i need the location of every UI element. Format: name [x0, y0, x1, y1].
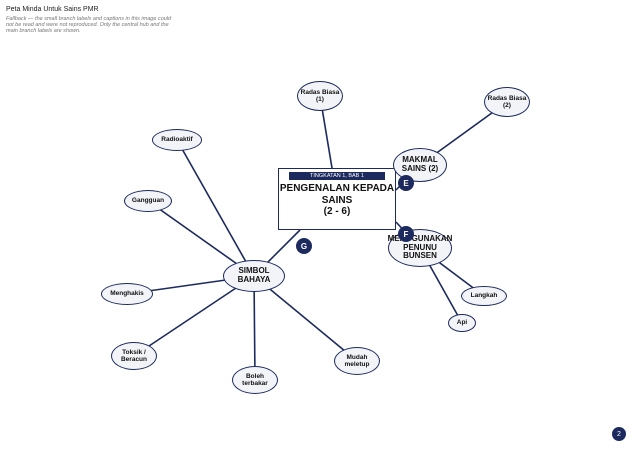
badge-e: E: [398, 175, 414, 191]
badge-g: G: [296, 238, 312, 254]
connector-radioaktif: [176, 139, 255, 277]
central-title: PENGENALAN KEPADA SAINS: [279, 183, 395, 206]
branch-mudah-meletup: Mudah meletup: [334, 347, 380, 375]
branch-boleh-terbakar: Boleh terbakar: [232, 366, 278, 394]
badge-f: F: [398, 226, 414, 242]
branch-gangguan: Gangguan: [124, 190, 172, 212]
branch-api: Api: [448, 314, 476, 332]
central-topic-card: TINGKATAN 1, BAB 1 PENGENALAN KEPADA SAI…: [278, 168, 396, 230]
connector-terbakar: [253, 275, 256, 381]
branch-toksik: Toksik / Beracun: [111, 342, 157, 370]
branch-radas-1: Radas Biasa (1): [297, 81, 343, 111]
branch-radioaktif: Radioaktif: [152, 129, 202, 151]
branch-langkah: Langkah: [461, 286, 507, 306]
branch-menghakis: Menghakis: [101, 283, 153, 305]
central-subtitle: (2 - 6): [323, 206, 351, 217]
connector-toksik: [133, 275, 255, 357]
branch-radas-2: Radas Biasa (2): [484, 87, 530, 117]
central-book-label: TINGKATAN 1, BAB 1: [289, 172, 385, 180]
branch-simbol-bahaya: SIMBOL BAHAYA: [223, 260, 285, 292]
page-number: 2: [612, 427, 626, 441]
connector-meletup: [253, 275, 358, 362]
page-header: Peta Minda Untuk Sains PMR: [6, 6, 99, 13]
fallback-note: Fallback — the small branch labels and c…: [6, 16, 172, 34]
